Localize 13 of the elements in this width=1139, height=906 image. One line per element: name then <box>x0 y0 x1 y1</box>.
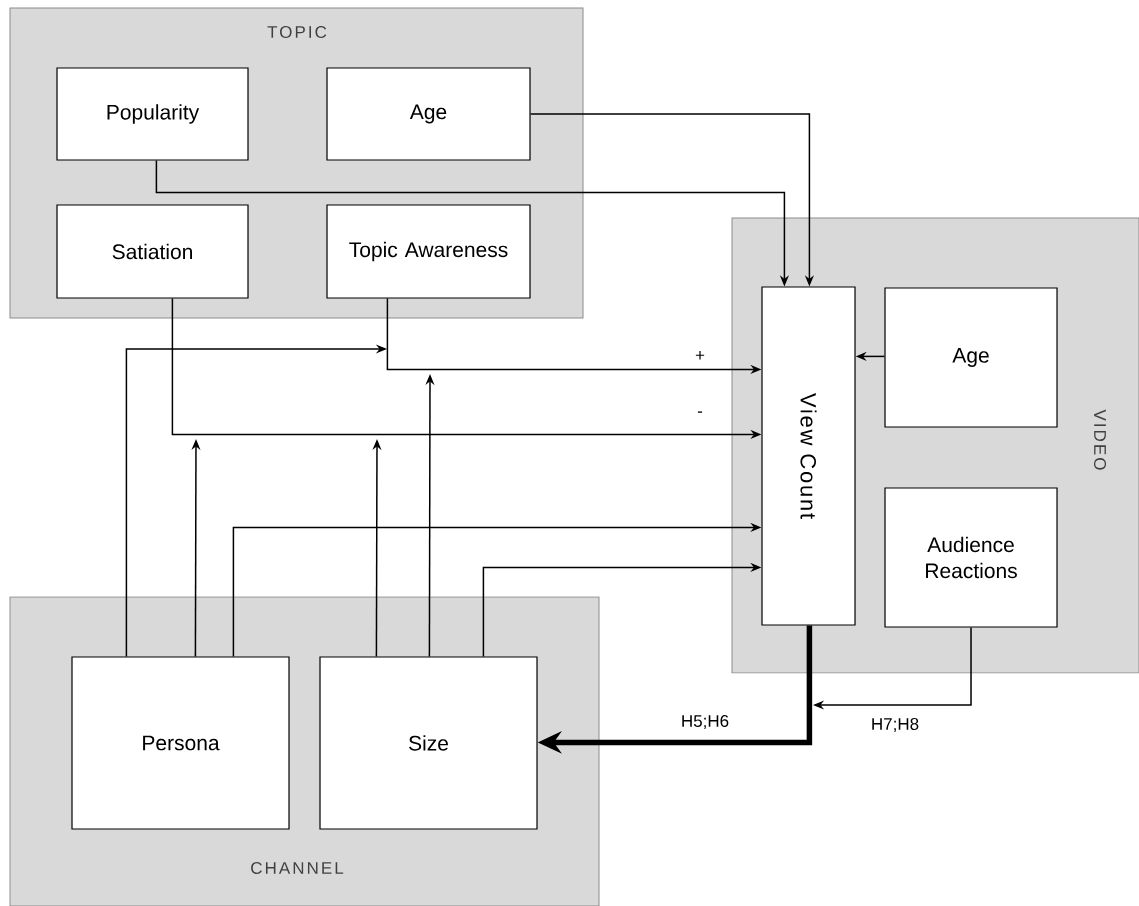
factor-box: Satiation <box>56 204 249 299</box>
edge-label: + <box>694 350 706 362</box>
factor-box: Size <box>319 656 538 830</box>
factor-box: Persona <box>71 656 290 830</box>
edge-label: - <box>696 410 704 418</box>
factor-box: Audience Reactions <box>884 487 1058 628</box>
factor-box: View Count <box>761 286 856 626</box>
factor-box: Age <box>884 287 1058 428</box>
factor-box: Age <box>326 67 531 161</box>
factor-box: Topic Awareness <box>326 204 531 299</box>
edge-label: H5;H6 <box>679 714 731 731</box>
edge-label: H7;H8 <box>869 717 921 734</box>
factor-box: Popularity <box>56 67 249 161</box>
